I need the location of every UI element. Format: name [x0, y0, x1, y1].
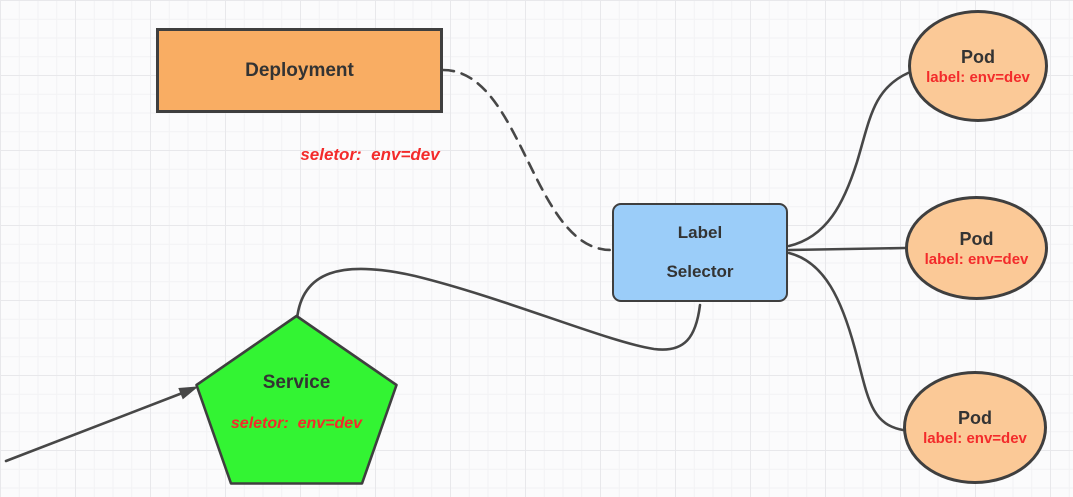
service-node[interactable]: Service seletor: env=dev: [194, 314, 399, 486]
pod-node-3[interactable]: Pod label: env=dev: [903, 371, 1047, 484]
pod-env-label: label: env=dev: [924, 250, 1029, 268]
pod-node-1[interactable]: Pod label: env=dev: [908, 10, 1048, 122]
pod-env-label: label: env=dev: [923, 430, 1027, 447]
label-selector-line2: Selector: [666, 261, 734, 281]
connector-deployment-to-selector[interactable]: [441, 68, 613, 252]
connector-selector-to-pod-3[interactable]: [787, 251, 905, 432]
connector-selector-to-pod-1[interactable]: [787, 71, 910, 248]
deployment-selector-annotation: seletor: env=dev: [300, 145, 440, 164]
label-selector-node[interactable]: Label Selector: [612, 203, 788, 302]
arrowhead-icon: [178, 386, 199, 400]
service-label: Service: [262, 372, 331, 393]
connector-service-to-selector[interactable]: [295, 267, 702, 351]
pod-title: Pod: [959, 228, 994, 249]
deployment-label: Deployment: [245, 59, 354, 81]
pod-title: Pod: [958, 408, 992, 428]
service-selector-annotation: seletor: env=dev: [230, 415, 363, 432]
deployment-node[interactable]: Deployment: [156, 28, 443, 113]
label-selector-line1: Label: [677, 223, 723, 243]
pod-title: Pod: [961, 46, 995, 67]
service-pentagon-shape: [195, 314, 398, 485]
pod-env-label: label: env=dev: [926, 68, 1030, 86]
connector-arrow-to-service[interactable]: [4, 390, 187, 463]
pod-node-2[interactable]: Pod label: env=dev: [905, 196, 1048, 300]
connector-selector-to-pod-2[interactable]: [787, 246, 907, 252]
